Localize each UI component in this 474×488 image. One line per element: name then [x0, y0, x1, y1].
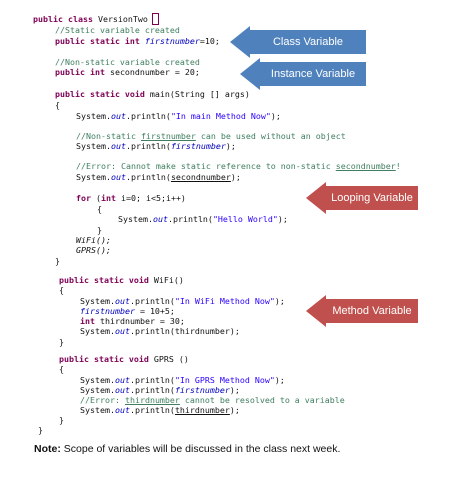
code-line-brace: } — [55, 256, 60, 266]
left-arrow-icon — [230, 26, 366, 58]
code-line-wifi-decl: public static void WiFi() — [59, 275, 184, 285]
callout-label: Looping Variable — [331, 192, 413, 204]
code-line-comment: //Static variable created — [55, 25, 180, 35]
code-line-class-decl: public class VersionTwo ​ — [33, 13, 159, 25]
code-line-brace: } — [59, 337, 64, 347]
code-line-call: GPRS(); — [76, 245, 111, 255]
code-line-println: System.out.println(secondnumber); — [76, 172, 241, 182]
callout-instance-variable: Instance Variable — [240, 58, 366, 90]
code-line-method-var: int thirdnumber = 30; — [80, 316, 185, 326]
code-line-comment: //Non-static firstnumber can be used wit… — [76, 131, 346, 141]
callout-label: Class Variable — [272, 36, 344, 48]
code-line-println: System.out.println("In WiFi Method Now")… — [80, 296, 285, 306]
callout-label: Method Variable — [332, 305, 412, 317]
callout-looping-variable: Looping Variable — [306, 182, 418, 214]
code-line-static-var: public static int firstnumber=10; — [55, 36, 220, 46]
code-line-brace: } — [59, 415, 64, 425]
code-line-gprs-decl: public static void GPRS () — [59, 354, 189, 364]
code-line-println: System.out.println(firstnumber); — [76, 141, 236, 151]
callout-shape — [306, 182, 418, 214]
code-line-comment: //Error: Cannot make static reference to… — [76, 161, 401, 171]
left-arrow-icon — [306, 295, 418, 327]
callout-method-variable: Method Variable — [306, 295, 418, 327]
footnote: Note: Scope of variables will be discuss… — [34, 443, 340, 455]
code-line-instance-var: public int secondnumber = 20; — [55, 67, 200, 77]
callout-label: Instance Variable — [270, 68, 356, 80]
code-line-println: System.out.println("In GPRS Method Now")… — [80, 375, 285, 385]
left-arrow-icon — [240, 58, 366, 90]
code-line-assign: firstnumber = 10+5; — [80, 306, 175, 316]
code-line-println: System.out.println(firstnumber); — [80, 385, 240, 395]
note-text: Scope of variables will be discussed in … — [60, 443, 341, 455]
code-line-brace: } — [97, 225, 102, 235]
code-line-comment: //Error: thirdnumber cannot be resolved … — [80, 395, 345, 405]
callout-shape — [306, 295, 418, 327]
code-line-brace: } — [38, 425, 43, 435]
left-arrow-icon — [306, 182, 418, 214]
code-line-println: System.out.println("In main Method Now")… — [76, 111, 281, 121]
callout-class-variable: Class Variable — [230, 26, 366, 58]
code-line-main-decl: public static void main(String [] args) — [55, 89, 250, 99]
code-line-println: System.out.println(thirdnumber); — [80, 405, 240, 415]
code-line-brace: { — [97, 204, 102, 214]
code-line-brace: { — [59, 285, 64, 295]
code-line-call: WiFi(); — [76, 235, 111, 245]
code-line-brace: { — [55, 100, 60, 110]
code-line-brace: { — [59, 364, 64, 374]
code-line-comment: //Non-static variable created — [55, 57, 200, 67]
note-label: Note: — [34, 443, 61, 455]
callout-shape — [240, 58, 366, 90]
text-cursor: ​ — [151, 13, 159, 25]
code-line-println: System.out.println("Hello World"); — [118, 214, 288, 224]
code-line-println: System.out.println(thirdnumber); — [80, 326, 240, 336]
code-line-for-loop: for (int i=0; i<5;i++) — [76, 193, 186, 203]
callout-shape — [230, 26, 366, 58]
